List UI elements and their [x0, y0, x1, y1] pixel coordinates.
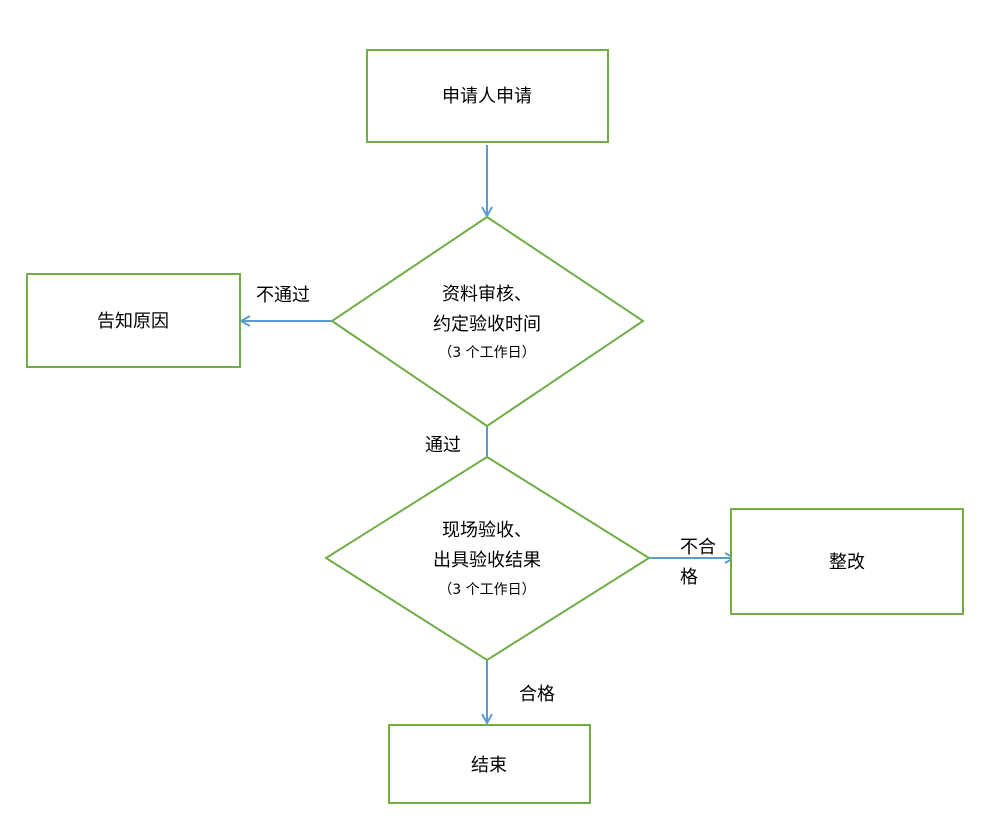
node-review-line2: 约定验收时间 — [433, 314, 541, 335]
node-notify-label: 告知原因 — [97, 311, 169, 332]
node-inspect — [324, 455, 651, 662]
node-inspect-line2: 出具验收结果 — [433, 550, 541, 571]
node-rectify — [730, 508, 964, 615]
node-review-line1: 资料审核、 — [442, 284, 532, 305]
edge-label-review-fail: 不通过 — [256, 285, 310, 306]
node-review-line3: （3 个工作日） — [438, 345, 535, 361]
node-apply-label: 申请人申请 — [442, 86, 532, 107]
edge-label-inspect-pass: 合格 — [519, 684, 555, 705]
edge-label-review-pass: 通过 — [425, 435, 461, 456]
node-inspect-line3: （3 个工作日） — [438, 582, 535, 598]
node-inspect-line1: 现场验收、 — [442, 520, 532, 541]
node-review — [330, 215, 645, 428]
node-rectify-label: 整改 — [829, 552, 865, 573]
node-apply — [366, 49, 609, 143]
node-end-label: 结束 — [471, 755, 507, 776]
node-notify — [26, 273, 241, 368]
edge-label-inspect-fail-line2: 格 — [680, 567, 698, 588]
node-end — [388, 724, 591, 804]
edge-label-inspect-fail-line1: 不合 — [680, 537, 716, 558]
